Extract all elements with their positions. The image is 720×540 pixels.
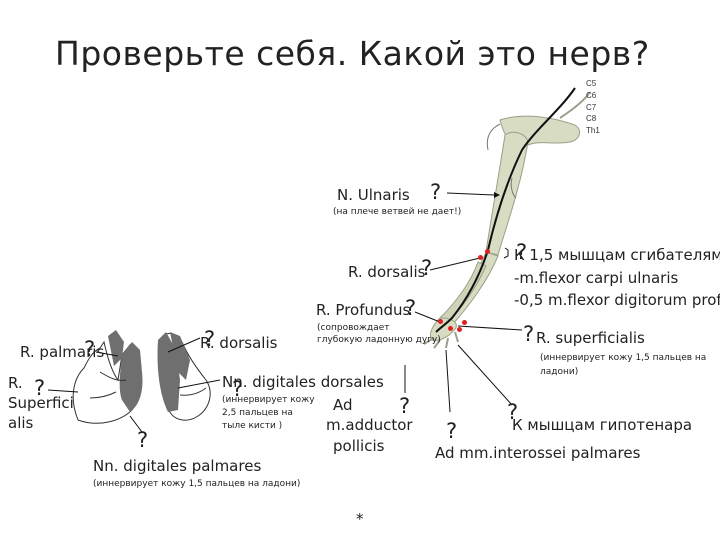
label-nn-dig-palmares: Nn. digitales palmares	[93, 457, 262, 475]
arrow-head	[494, 192, 500, 198]
arrow-profundus	[414, 311, 441, 323]
question-nn-dig-palmares: ?	[137, 428, 149, 452]
label-r-superficialis: R. superficialis	[536, 329, 645, 347]
label-hypothenar: К мышцам гипотенара	[512, 416, 693, 434]
left-hand-crease	[89, 391, 117, 399]
label-flexors-item: -0,5 m.flexor digitorum prof.	[514, 291, 720, 309]
body-outline	[510, 177, 517, 199]
right-hand-crease	[179, 387, 207, 396]
arrow-superficialis	[457, 325, 523, 331]
finger-bone	[433, 339, 441, 349]
body-outline	[486, 123, 501, 151]
finger-bone	[445, 337, 449, 349]
root-label: Th1	[586, 126, 600, 135]
note-nn-dig-dorsales: 2,5 пальцев на	[222, 408, 293, 418]
label-flexors-item: -m.flexor carpi ulnaris	[514, 269, 679, 287]
root-label: C8	[586, 114, 597, 123]
label-ad-adductor: m.adductor	[326, 416, 413, 434]
question-ad-adductor: ?	[399, 394, 411, 418]
question-n-ulnaris: ?	[430, 180, 442, 204]
note-r-superficialis: ладони)	[540, 367, 579, 377]
asterisk: *	[356, 510, 364, 528]
clavicle-bone	[559, 91, 591, 119]
root-label: C5	[586, 79, 597, 88]
note-nn-dig-dorsales: (иннервирует кожу	[222, 395, 315, 405]
left-hand-crease	[99, 371, 127, 381]
root-label: C6	[586, 91, 597, 100]
question-r-dorsalis-hand: ?	[204, 327, 216, 351]
note-r-profundus: глубокую ладонную дугу)	[317, 335, 441, 345]
question-flexors: ?	[516, 240, 528, 264]
page-title: Проверьте себя. Какой это нерв?	[55, 34, 650, 73]
label-r-palmaris: R. palmaris	[20, 343, 105, 361]
left-hand-ulnar-zone	[119, 342, 143, 412]
arrow-dorsalis	[429, 257, 481, 271]
branch-marker	[438, 319, 443, 324]
label-r-profundus: R. Profundus	[316, 301, 411, 319]
branch-marker	[485, 249, 490, 254]
right-hand-ulnar-zone	[170, 332, 190, 380]
note-r-profundus: (сопровождает	[317, 323, 390, 333]
question-r-superficialis: ?	[523, 322, 535, 346]
left-hand-ulnar-zone	[108, 330, 124, 366]
finger-bone	[454, 331, 459, 343]
arrow-dig-palmares	[129, 415, 143, 433]
question-r-dorsalis: ?	[421, 256, 433, 280]
question-nn-dig-dorsales: ?	[232, 377, 244, 401]
branch-marker	[448, 326, 453, 331]
question-hypothenar: ?	[507, 400, 519, 424]
question-interossei: ?	[446, 419, 458, 443]
label-n-ulnaris: N. Ulnaris	[337, 186, 410, 204]
label-r-superficialis-hand: alis	[8, 414, 34, 432]
label-r-dorsalis-hand: R. dorsalis	[200, 334, 278, 352]
label-r-dorsalis: R. dorsalis	[348, 263, 426, 281]
label-nn-dig-dorsales: Nn. digitales dorsales	[222, 373, 384, 391]
note-nn-dig-dorsales: тыле кисти )	[222, 421, 283, 431]
note-r-superficialis: (иннервирует кожу 1,5 пальцев на	[540, 353, 707, 363]
question-r-palmaris: ?	[84, 337, 96, 361]
note-nn-dig-palmares: (иннервирует кожу 1,5 пальцев на ладони)	[93, 479, 301, 489]
branch-marker	[478, 255, 483, 260]
bracket-flexors	[503, 247, 509, 259]
arrow-superficialis-hand	[47, 389, 79, 393]
label-ad-adductor: Ad	[333, 396, 353, 414]
ulnar-nerve-line	[435, 87, 576, 333]
arrow-hypothenar	[457, 344, 513, 406]
label-ad-adductor: pollicis	[333, 437, 385, 455]
note-n-ulnaris: (на плече ветвей не дает!)	[333, 207, 462, 217]
arrow-palmaris	[95, 351, 119, 357]
branch-marker	[462, 320, 467, 325]
branch-marker	[457, 327, 462, 332]
label-flexors: К 1,5 мышцам сгибателям:	[514, 246, 720, 264]
label-interossei: Ad mm.interossei palmares	[435, 444, 641, 462]
label-r-superficialis-hand: R.	[8, 374, 23, 392]
root-label: C7	[586, 103, 597, 112]
arrow-dig-dorsales	[177, 379, 221, 389]
question-r-superficialis-hand: ?	[34, 376, 46, 400]
arrow-interossei	[445, 349, 451, 413]
question-r-profundus: ?	[405, 296, 417, 320]
arrow-ulnaris	[446, 192, 495, 196]
arrow-dorsalis-hand	[167, 337, 201, 353]
skeleton-hand-bones	[429, 317, 457, 341]
finger-bone	[423, 337, 435, 345]
label-r-superficialis-hand: Superfici	[8, 394, 74, 412]
